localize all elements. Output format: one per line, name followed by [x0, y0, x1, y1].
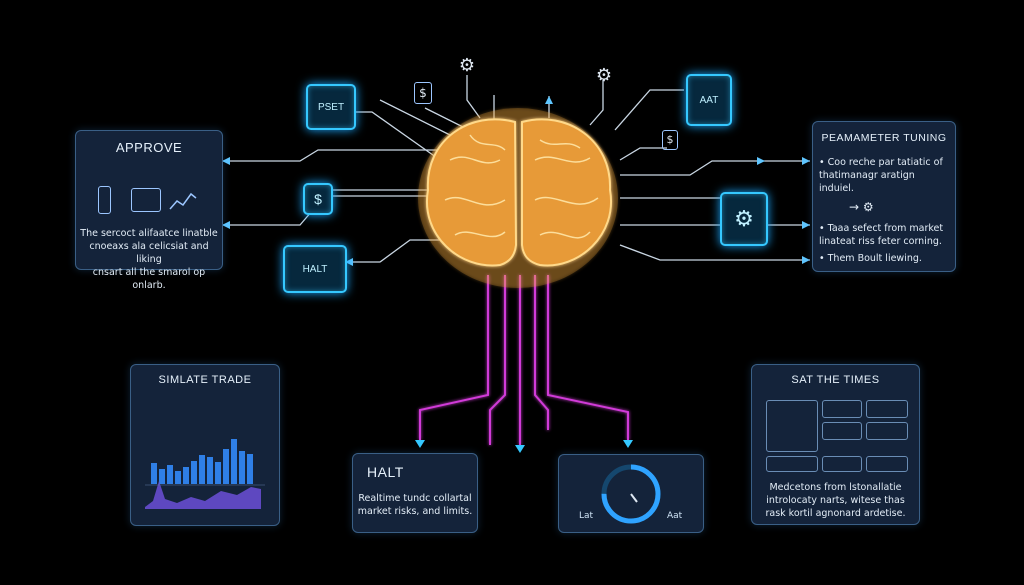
- times-text-line: rask kortil agnonard ardetise.: [765, 508, 906, 519]
- dashboard-line-box: [866, 422, 908, 440]
- risk-gauge: [601, 464, 661, 524]
- dashboard-table-box: [766, 456, 818, 472]
- sat-the-times-title: SAT THE TIMES: [791, 374, 880, 386]
- param-line: • Coo reche par tatiatic of: [819, 157, 943, 168]
- gear-icon: ⚙: [734, 206, 754, 231]
- sat-the-times-panel: SAT THE TIMES Medcetons from lstonallati…: [751, 364, 920, 525]
- dashboard-table-box: [866, 456, 908, 472]
- halt-title: HALT: [367, 464, 404, 480]
- pset-node[interactable]: PSET: [306, 84, 356, 130]
- dollar-tag-node[interactable]: $: [303, 183, 333, 215]
- gauge-right-label: Aat: [667, 511, 683, 521]
- approve-title: APPROVE: [115, 140, 183, 155]
- parameter-tuning-title: PEAMAMETER TUNING: [821, 132, 947, 144]
- gear-node[interactable]: ⚙: [720, 192, 768, 246]
- dashboard-table-box: [822, 422, 862, 440]
- halt-text-line: market risks, and limits.: [357, 506, 473, 517]
- line-chart-icon: [169, 192, 197, 210]
- mini-dashboard: [766, 400, 908, 472]
- bar-series: [151, 439, 253, 484]
- halt-panel: HALT Realtime tundc collartal market ris…: [352, 453, 478, 533]
- approve-text-line: cnoeaxs ala celicsiat and liking: [89, 241, 209, 265]
- param-line: thatimanagr aratign induiel.: [819, 170, 915, 194]
- dollar-tag-icon: $: [414, 82, 432, 104]
- halt-node[interactable]: HALT: [283, 245, 347, 293]
- phone-icon: [98, 186, 111, 214]
- simulate-trade-panel: SIMLATE TRADE: [130, 364, 280, 526]
- times-text-line: introlocaty narts, witese thas: [766, 495, 905, 506]
- times-text-line: Medcetons from lstonallatie: [769, 482, 902, 493]
- param-line: linateat riss feter corning.: [819, 236, 942, 247]
- aat-node[interactable]: AAT: [686, 74, 732, 126]
- approve-panel: APPROVE The sercoct alifaatce linatble c…: [75, 130, 223, 291]
- parameter-tuning-panel: PEAMAMETER TUNING • Coo reche par tatiat…: [812, 121, 956, 272]
- dashboard-chart-box: [766, 400, 818, 452]
- simulate-chart: [145, 439, 265, 509]
- gear-icon: ⚙: [458, 55, 476, 76]
- dashboard-table-box: [822, 456, 862, 472]
- dollar-tag-icon: $: [314, 191, 322, 207]
- param-line: • Them Boult liewing.: [819, 253, 922, 264]
- dollar-tag-icon: $: [662, 130, 678, 150]
- dashboard-table-box: [822, 400, 862, 418]
- simulate-trade-title: SIMLATE TRADE: [158, 374, 252, 386]
- dashboard-line-box: [866, 400, 908, 418]
- gauge-panel: Lat Aat: [558, 454, 704, 533]
- param-line: • Taaa sefect from market: [819, 223, 944, 234]
- approve-text-line: The sercoct alifaatce linatble: [80, 228, 218, 239]
- gear-icon: ⚙: [595, 65, 613, 86]
- arrow-gear-icon: → ⚙: [849, 200, 874, 214]
- halt-text-line: Realtime tundc collartal: [358, 493, 472, 504]
- approve-text-line: cnsart all the smarol op onlarb.: [92, 267, 206, 291]
- document-icon: [131, 188, 161, 212]
- gauge-left-label: Lat: [579, 511, 594, 521]
- brain-graphic: [418, 108, 618, 288]
